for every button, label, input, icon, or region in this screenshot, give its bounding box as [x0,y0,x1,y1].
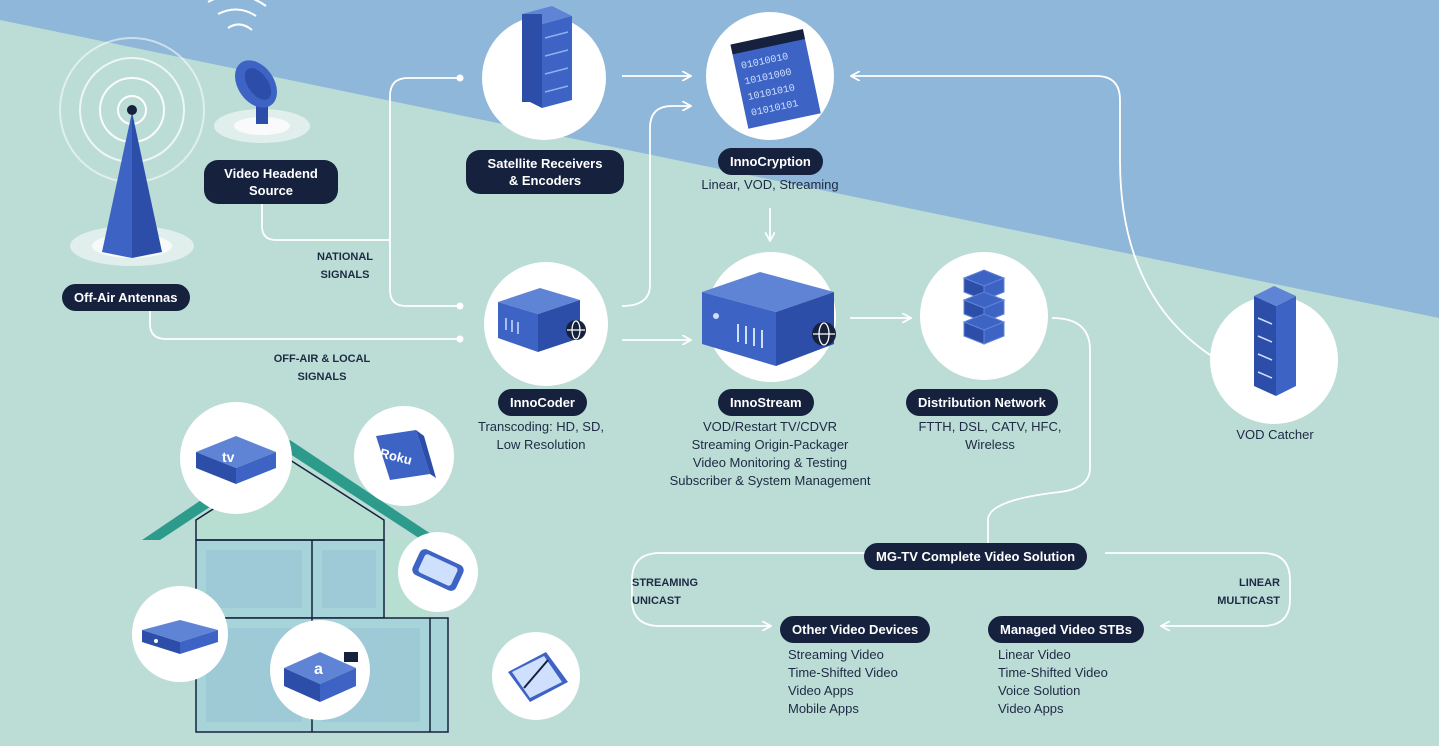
mg-tv-solution-label: MG-TV Complete Video Solution [864,543,1088,570]
distribution-desc-line2: Wireless [965,437,1015,452]
video-headend-line1: Video Headend [224,166,318,181]
innostream-label: InnoStream [718,389,814,416]
innocryption-description: Linear, VOD, Streaming [701,177,839,192]
streaming-unicast-label: STREAMING UNICAST [632,574,732,610]
off-air-local-signals-label: OFF-AIR & LOCAL SIGNALS [252,350,392,386]
innostream-desc-line: Streaming Origin-Packager [691,437,849,452]
streaming-unicast-line2: UNICAST [632,595,681,607]
distribution-network-circle [920,252,1048,380]
innocryption-label: InnoCryption [718,148,823,175]
distribution-network-description: FTTH, DSL, CATV, HFC, Wireless [900,418,1080,454]
innostream-circle [706,252,836,382]
distribution-desc-line1: FTTH, DSL, CATV, HFC, [918,419,1062,434]
managed-stbs-desc-line: Video Apps [998,701,1064,716]
other-devices-desc-line: Time-Shifted Video [788,665,898,680]
vod-catcher-label: VOD Catcher [1236,427,1314,442]
line-offair [149,305,460,340]
arrow-vodcatcher-innocryption [852,76,1219,361]
video-headend-label: Video Headend Source [204,160,338,204]
innocryption-circle [706,12,834,140]
managed-stbs-desc-line: Linear Video [998,647,1071,662]
streaming-unicast-line1: STREAMING [632,577,698,589]
linear-multicast-line2: MULTICAST [1217,595,1280,607]
distribution-network-label: Distribution Network [906,389,1058,416]
satellite-receivers-label: Satellite Receivers & Encoders [466,150,624,194]
national-signals-line2: SIGNALS [320,269,370,281]
linear-multicast-label: LINEAR MULTICAST [1180,574,1280,610]
vod-catcher-circle [1210,296,1338,424]
arrow-innocoder-innocryption [621,106,690,307]
satellite-receivers-circle [482,16,606,140]
video-headend-line2: Source [248,183,294,198]
other-devices-desc-line: Video Apps [788,683,854,698]
managed-video-stbs-label: Managed Video STBs [988,616,1144,643]
national-signals-label: NATIONAL SIGNALS [300,248,390,284]
arrow-mgtv-other [631,552,870,626]
line-to-satellite [389,77,460,240]
other-devices-desc-line: Streaming Video [788,647,884,662]
arrow-mgtv-stbs [1105,552,1291,626]
innostream-desc-line: VOD/Restart TV/CDVR [702,419,838,434]
off-air-antennas-label: Off-Air Antennas [62,284,190,311]
innostream-description: VOD/Restart TV/CDVR Streaming Origin-Pac… [650,418,890,490]
innostream-desc-line: Subscriber & System Management [669,473,871,488]
innostream-desc-line: Video Monitoring & Testing [692,455,848,470]
off-air-local-line1: OFF-AIR & LOCAL [273,353,371,365]
managed-stbs-desc-line: Voice Solution [998,683,1081,698]
other-video-devices-description: Streaming Video Time-Shifted Video Video… [788,646,948,718]
linear-multicast-line1: LINEAR [1239,577,1280,589]
other-video-devices-label: Other Video Devices [780,616,931,643]
innocoder-circle [484,262,608,386]
off-air-local-line2: SIGNALS [297,371,347,383]
managed-video-stbs-description: Linear Video Time-Shifted Video Voice So… [998,646,1158,718]
innocoder-desc-line2: Low Resolution [496,437,586,452]
satellite-receivers-line2: & Encoders [508,173,582,188]
satellite-receivers-line1: Satellite Receivers [487,156,603,171]
innocoder-desc-line1: Transcoding: HD, SD, [478,419,604,434]
line-headend [261,200,390,241]
managed-stbs-desc-line: Time-Shifted Video [998,665,1108,680]
innocoder-label: InnoCoder [498,389,587,416]
other-devices-desc-line: Mobile Apps [788,701,859,716]
line-distribution-mgtv [987,317,1091,545]
innocoder-description: Transcoding: HD, SD, Low Resolution [466,418,616,454]
line-to-innocoder [389,240,460,307]
national-signals-line1: NATIONAL [316,251,373,263]
